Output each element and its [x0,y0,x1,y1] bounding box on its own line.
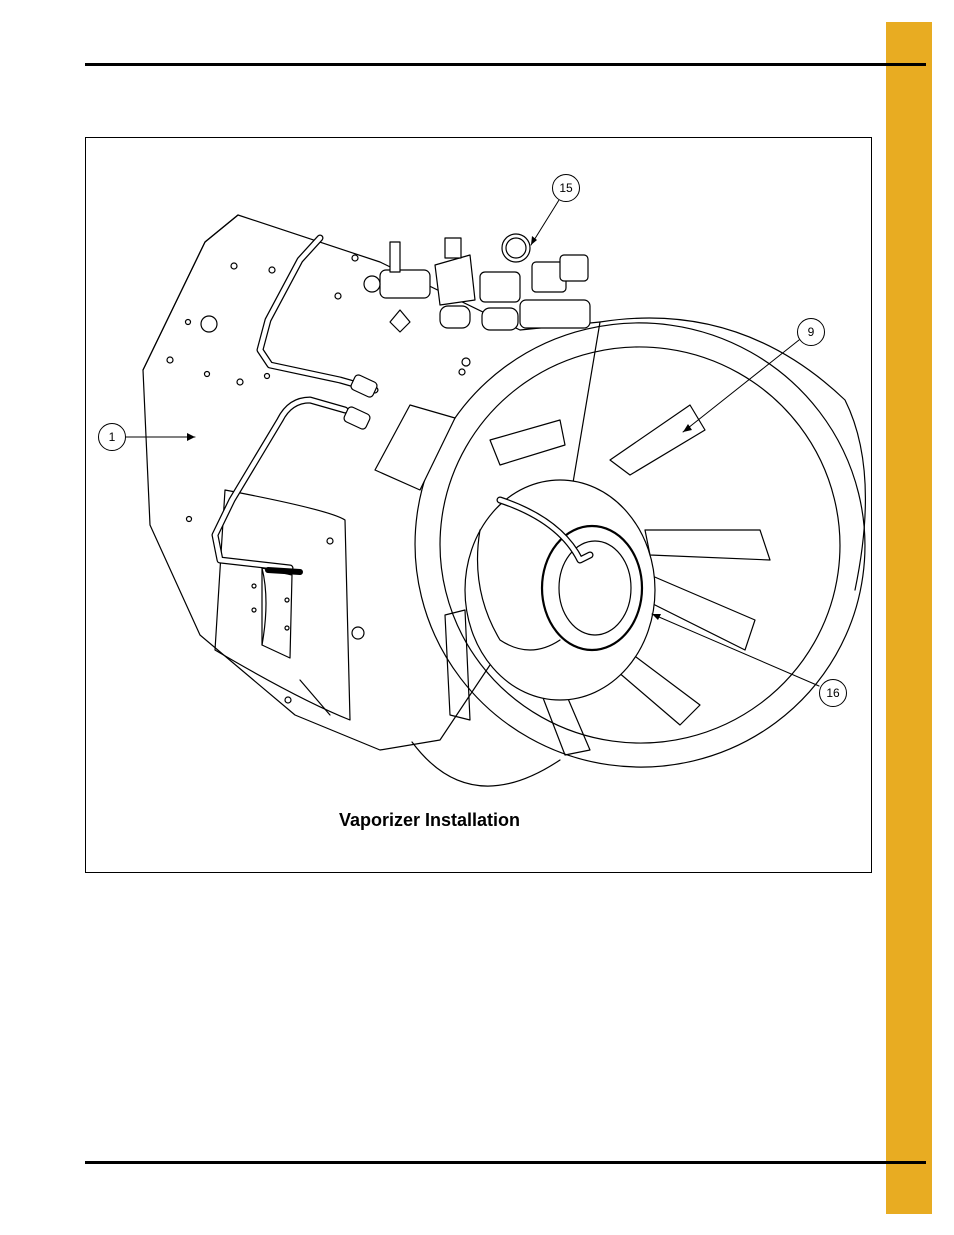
vaporizer-coil [215,400,345,568]
bolt [187,517,192,522]
bolt [231,263,237,269]
bolt [462,358,470,366]
leader-arrow [683,424,692,432]
bolt [335,293,341,299]
elbow-fitting [440,306,470,328]
leader-arrow [187,433,195,441]
housing-edge [143,215,238,370]
vaporizer-pipe-inner [260,238,375,390]
leader-line [683,340,799,432]
bolt [269,267,275,273]
inlet-stub [268,570,300,572]
valve-body [520,300,590,328]
bracket-fitting [350,374,379,399]
drum-strut [300,680,330,715]
bolt [327,538,333,544]
callout-number: 1 [109,430,116,444]
valve-stand [390,242,400,272]
callout-number: 9 [808,325,815,339]
inlet-fitting [364,276,380,292]
bolt [352,255,358,261]
regulator [435,255,475,305]
bolt [186,320,191,325]
bolt [265,374,270,379]
leader-line [531,200,559,245]
regulator-cap [445,238,461,258]
bolt [252,584,256,588]
bolt [205,372,210,377]
bleed-valve [390,310,410,332]
fan-blade [610,405,705,475]
bolt [285,626,289,630]
bolt [285,598,289,602]
bolt [237,379,243,385]
bolt [252,608,256,612]
bolt [167,357,173,363]
fan-blade [645,575,755,650]
valve-body [480,272,520,302]
figure-caption: Vaporizer Installation [339,810,520,831]
shield-plate [262,568,292,658]
callout-number: 16 [826,686,840,700]
hub-ring [542,526,642,650]
panel-hole [201,316,217,332]
bolt [459,369,465,375]
drum-plug [352,627,364,639]
callout-number: 15 [559,181,573,195]
drum-body [215,490,350,720]
valve-train [364,234,590,332]
pressure-gauge-face [506,238,526,258]
fan-blade [645,530,770,560]
leader-line [652,614,819,686]
valve-body [380,270,430,298]
fan-blade [490,420,565,465]
mount-bracket [375,405,455,490]
elbow-fitting [482,308,518,330]
solenoid [560,255,588,281]
bolt [285,697,291,703]
